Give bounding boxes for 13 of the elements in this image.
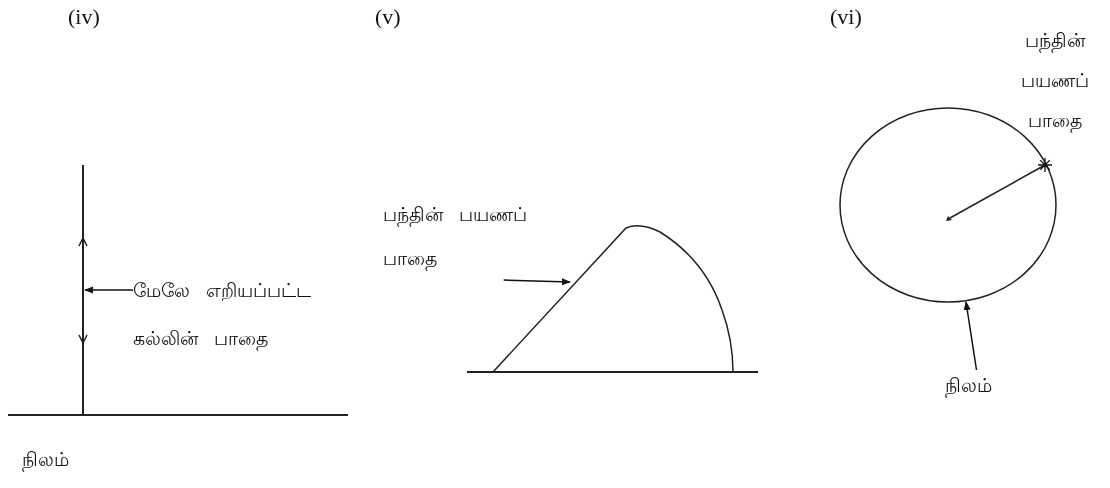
leader-arrow xyxy=(963,301,978,371)
panel-label: (vi) xyxy=(830,4,862,30)
panel-label: (v) xyxy=(375,4,401,30)
trajectory-curve xyxy=(492,225,734,373)
leader-arrow xyxy=(84,286,134,294)
stone-path-line xyxy=(82,164,84,416)
panel-label: (iv) xyxy=(68,4,100,30)
callout-text: மேலே எறியப்பட்ட கல்லின் பாதை xyxy=(133,266,333,362)
ground-label: நிலம் xyxy=(22,448,69,473)
callout-text: நிலம் xyxy=(945,370,1015,400)
callout-text: பந்தின் பயணப் பாதை xyxy=(1000,20,1110,140)
leader-arrow xyxy=(502,278,571,286)
callout-text: பந்தின் பயணப் பாதை xyxy=(383,192,553,280)
